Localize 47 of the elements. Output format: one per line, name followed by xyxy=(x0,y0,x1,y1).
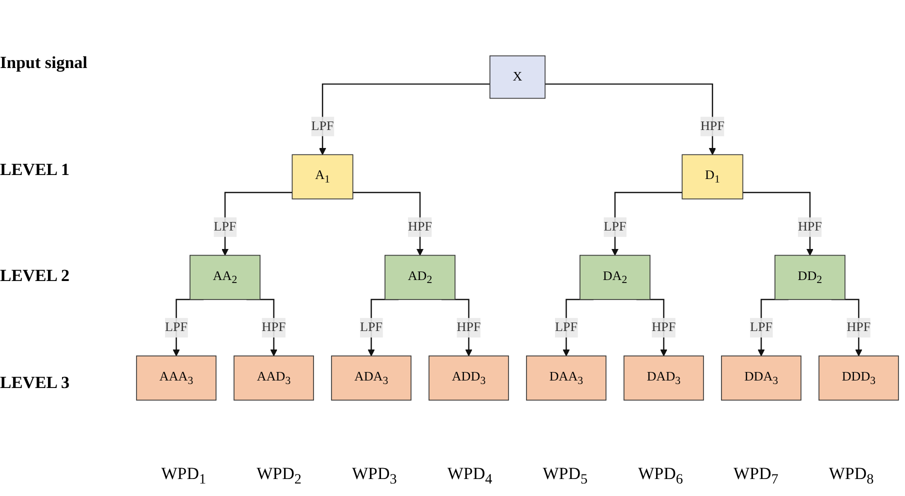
level-label: Input signal xyxy=(0,53,88,74)
arrow xyxy=(545,83,716,155)
node-box: AAA$_{3}$ xyxy=(136,356,216,401)
node-caption: WPD$_{4}$ xyxy=(447,464,492,488)
arrow xyxy=(742,192,814,256)
node-box: DDD$_{3}$ xyxy=(818,356,899,401)
arrow xyxy=(318,83,490,155)
arrow xyxy=(221,192,292,256)
edge-label: LPF xyxy=(750,320,772,334)
edge-label: LPF xyxy=(604,220,626,234)
arrow xyxy=(352,192,424,256)
edge-label: LPF xyxy=(360,320,383,334)
level-label: LEVEL 1 xyxy=(0,160,70,180)
node-box: AA$_{2}$ xyxy=(190,254,260,300)
node-box: ADA$_{3}$ xyxy=(331,356,412,401)
node-caption: WPD$_{1}$ xyxy=(161,464,206,488)
node-caption: WPD$_{7}$ xyxy=(734,464,778,488)
edge-label: HPF xyxy=(846,320,871,334)
edge-label: LPF xyxy=(554,320,578,334)
level-label: LEVEL 2 xyxy=(0,266,70,286)
node-caption: WPD$_{6}$ xyxy=(638,464,683,488)
edge-label: HPF xyxy=(652,320,676,334)
node-box: DD$_{2}$ xyxy=(774,254,846,300)
node-box: D$_{1}$ xyxy=(682,154,744,200)
node-caption: WPD$_{8}$ xyxy=(828,464,874,488)
edge-label: LPF xyxy=(165,320,188,334)
edge-label: HPF xyxy=(262,320,286,334)
edge-label: HPF xyxy=(456,320,481,334)
node-box: A$_{1}$ xyxy=(292,154,354,200)
node-caption: WPD$_{2}$ xyxy=(256,464,302,488)
node-box: ADD$_{3}$ xyxy=(428,356,509,401)
node-box: DAD$_{3}$ xyxy=(624,356,704,401)
node-box: AAD$_{3}$ xyxy=(234,356,314,401)
edge-label: LPF xyxy=(311,119,334,134)
node-caption: WPD$_{5}$ xyxy=(542,464,588,488)
node-box: DAA$_{3}$ xyxy=(526,356,606,401)
edge-label: HPF xyxy=(408,220,432,234)
edge-label: LPF xyxy=(214,220,236,234)
node-box: AD$_{2}$ xyxy=(384,254,456,300)
node-caption: WPD$_{3}$ xyxy=(352,464,397,488)
node-box: DA$_{2}$ xyxy=(580,254,650,300)
edge-label: HPF xyxy=(700,119,724,134)
level-label: LEVEL 3 xyxy=(0,372,70,393)
node-box: X xyxy=(490,55,546,99)
node-box: DDA$_{3}$ xyxy=(721,356,802,401)
edge-label: HPF xyxy=(798,220,822,234)
arrow xyxy=(611,192,682,256)
